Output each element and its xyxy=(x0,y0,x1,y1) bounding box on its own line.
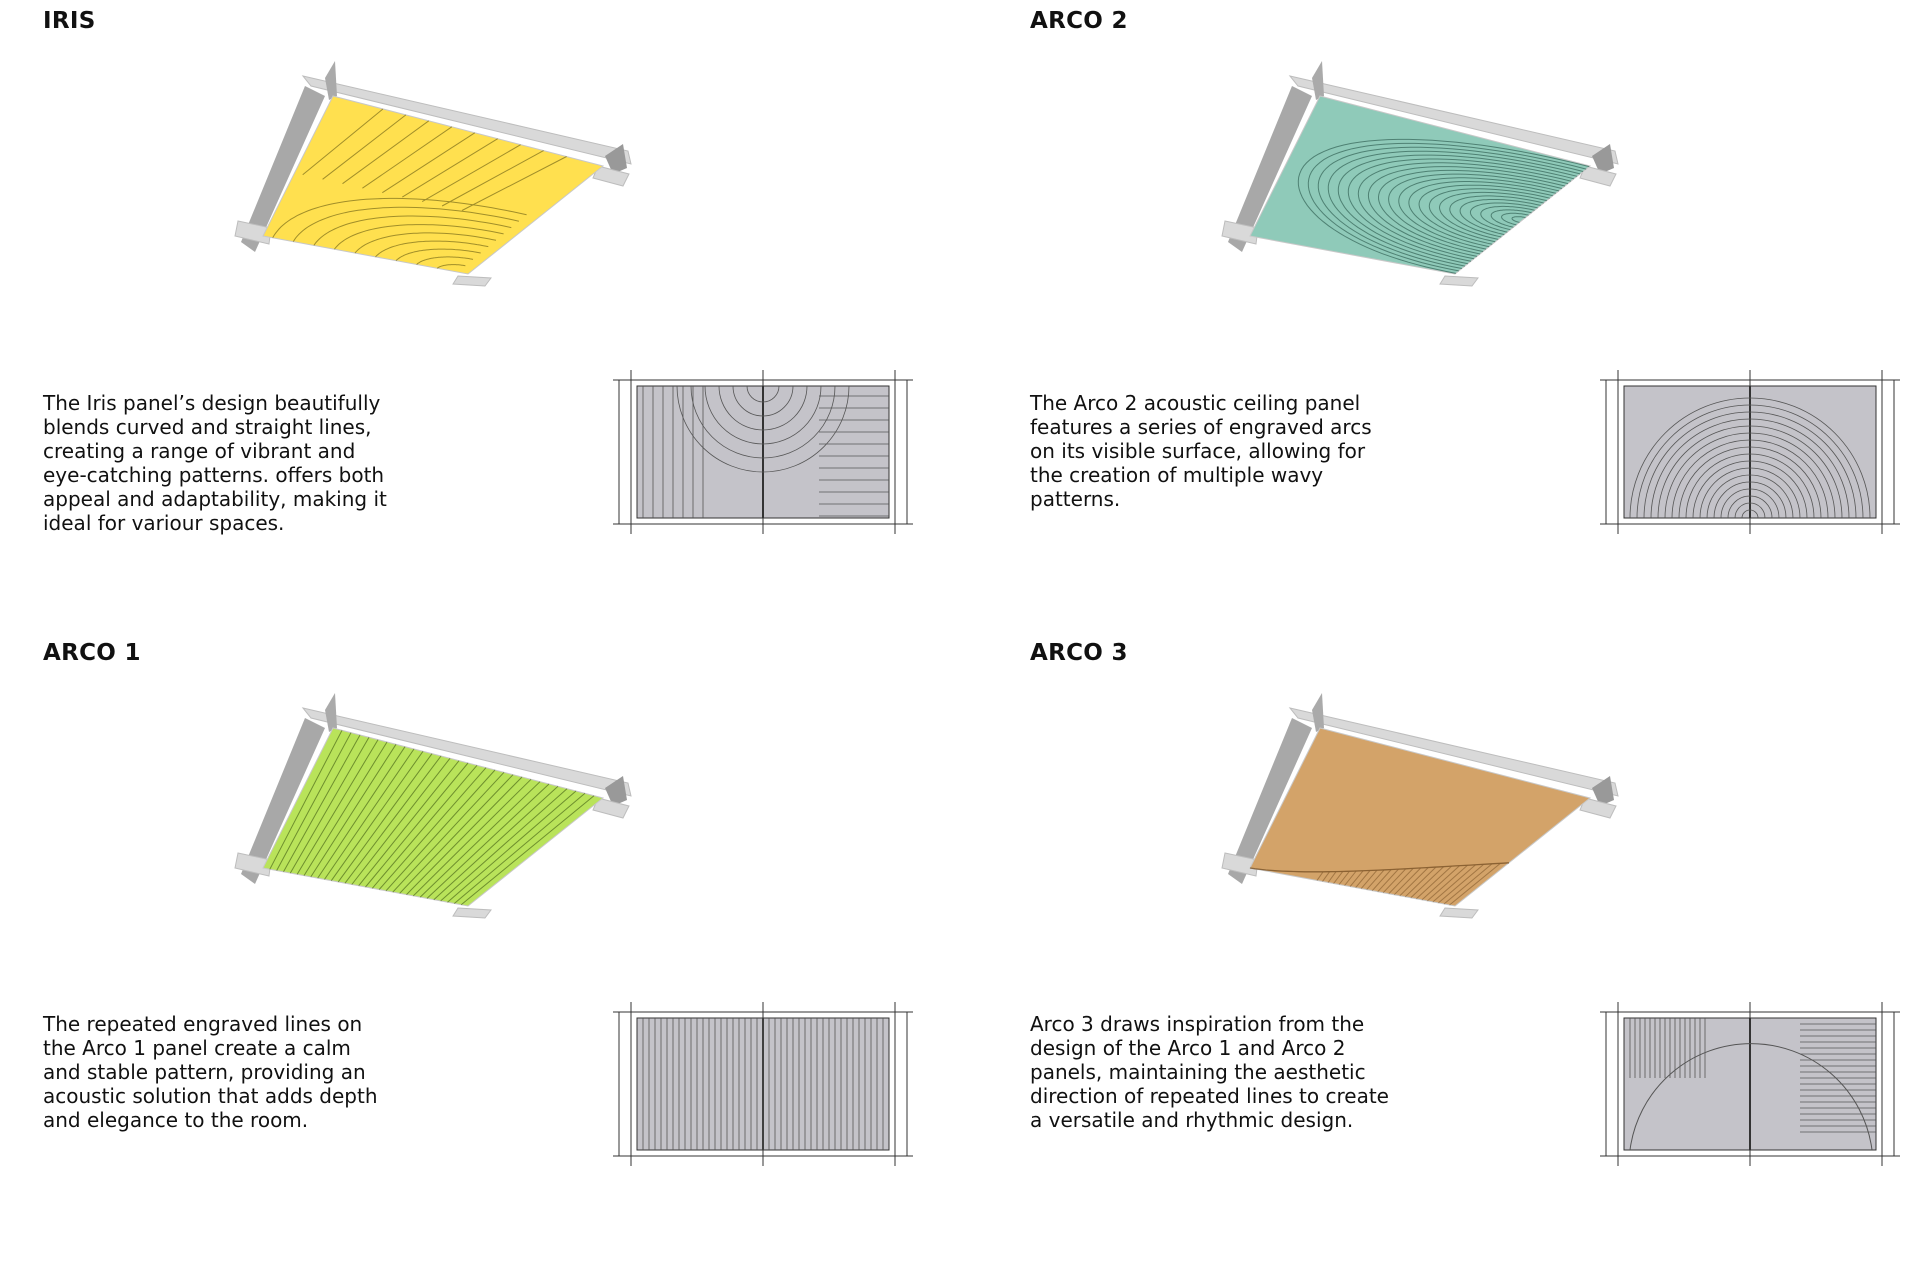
panel-title: ARCO 2 xyxy=(1030,8,1128,34)
panel-title: ARCO 3 xyxy=(1030,640,1128,666)
panel-card-iris: IRIS The Iris panel’s design beautifully… xyxy=(43,8,993,638)
iris-plan-drawing xyxy=(613,370,913,534)
plan-pattern xyxy=(642,385,889,518)
arco-2-plan-drawing xyxy=(1600,370,1900,534)
plan-pattern xyxy=(1629,397,1871,519)
iris-panel-illustration xyxy=(234,61,632,287)
panel-face xyxy=(1249,727,1592,907)
plan-pattern xyxy=(1629,1018,1876,1151)
panel-card-arco-1: ARCO 1 The repeated engraved lines on th… xyxy=(43,640,993,1270)
arco-1-panel-illustration xyxy=(234,693,632,919)
ceiling-grid-frame xyxy=(234,693,632,919)
engraved-pattern xyxy=(1297,138,1590,274)
arco-2-panel-illustration xyxy=(1221,61,1619,287)
panel-face xyxy=(1249,95,1592,275)
engraved-pattern xyxy=(1249,862,1510,906)
ceiling-grid-frame xyxy=(234,61,632,287)
ceiling-grid-frame xyxy=(1221,693,1619,919)
arco-3-panel-illustration xyxy=(1221,693,1619,919)
panel-card-arco-3: ARCO 3 Arco 3 draws inspiration from the… xyxy=(1030,640,1911,1270)
ceiling-grid-frame xyxy=(1221,61,1619,287)
plan-frame xyxy=(613,1002,913,1166)
arco-3-plan-drawing xyxy=(1600,1002,1900,1166)
plan-pattern xyxy=(642,1018,884,1150)
arco-1-plan-drawing xyxy=(613,1002,913,1166)
panel-title: ARCO 1 xyxy=(43,640,141,666)
panel-face xyxy=(262,95,605,275)
panel-card-arco-2: ARCO 2 The Arco 2 acoustic ceiling panel… xyxy=(1030,8,1911,638)
panel-description: The repeated engraved lines on the Arco … xyxy=(43,1012,378,1132)
engraved-pattern xyxy=(272,108,567,269)
engraved-pattern xyxy=(269,730,595,906)
panel-description: The Arco 2 acoustic ceiling panel featur… xyxy=(1030,391,1372,511)
panel-title: IRIS xyxy=(43,8,96,34)
panel-description: The Iris panel’s design beautifully blen… xyxy=(43,391,387,535)
panel-description: Arco 3 draws inspiration from the design… xyxy=(1030,1012,1389,1132)
